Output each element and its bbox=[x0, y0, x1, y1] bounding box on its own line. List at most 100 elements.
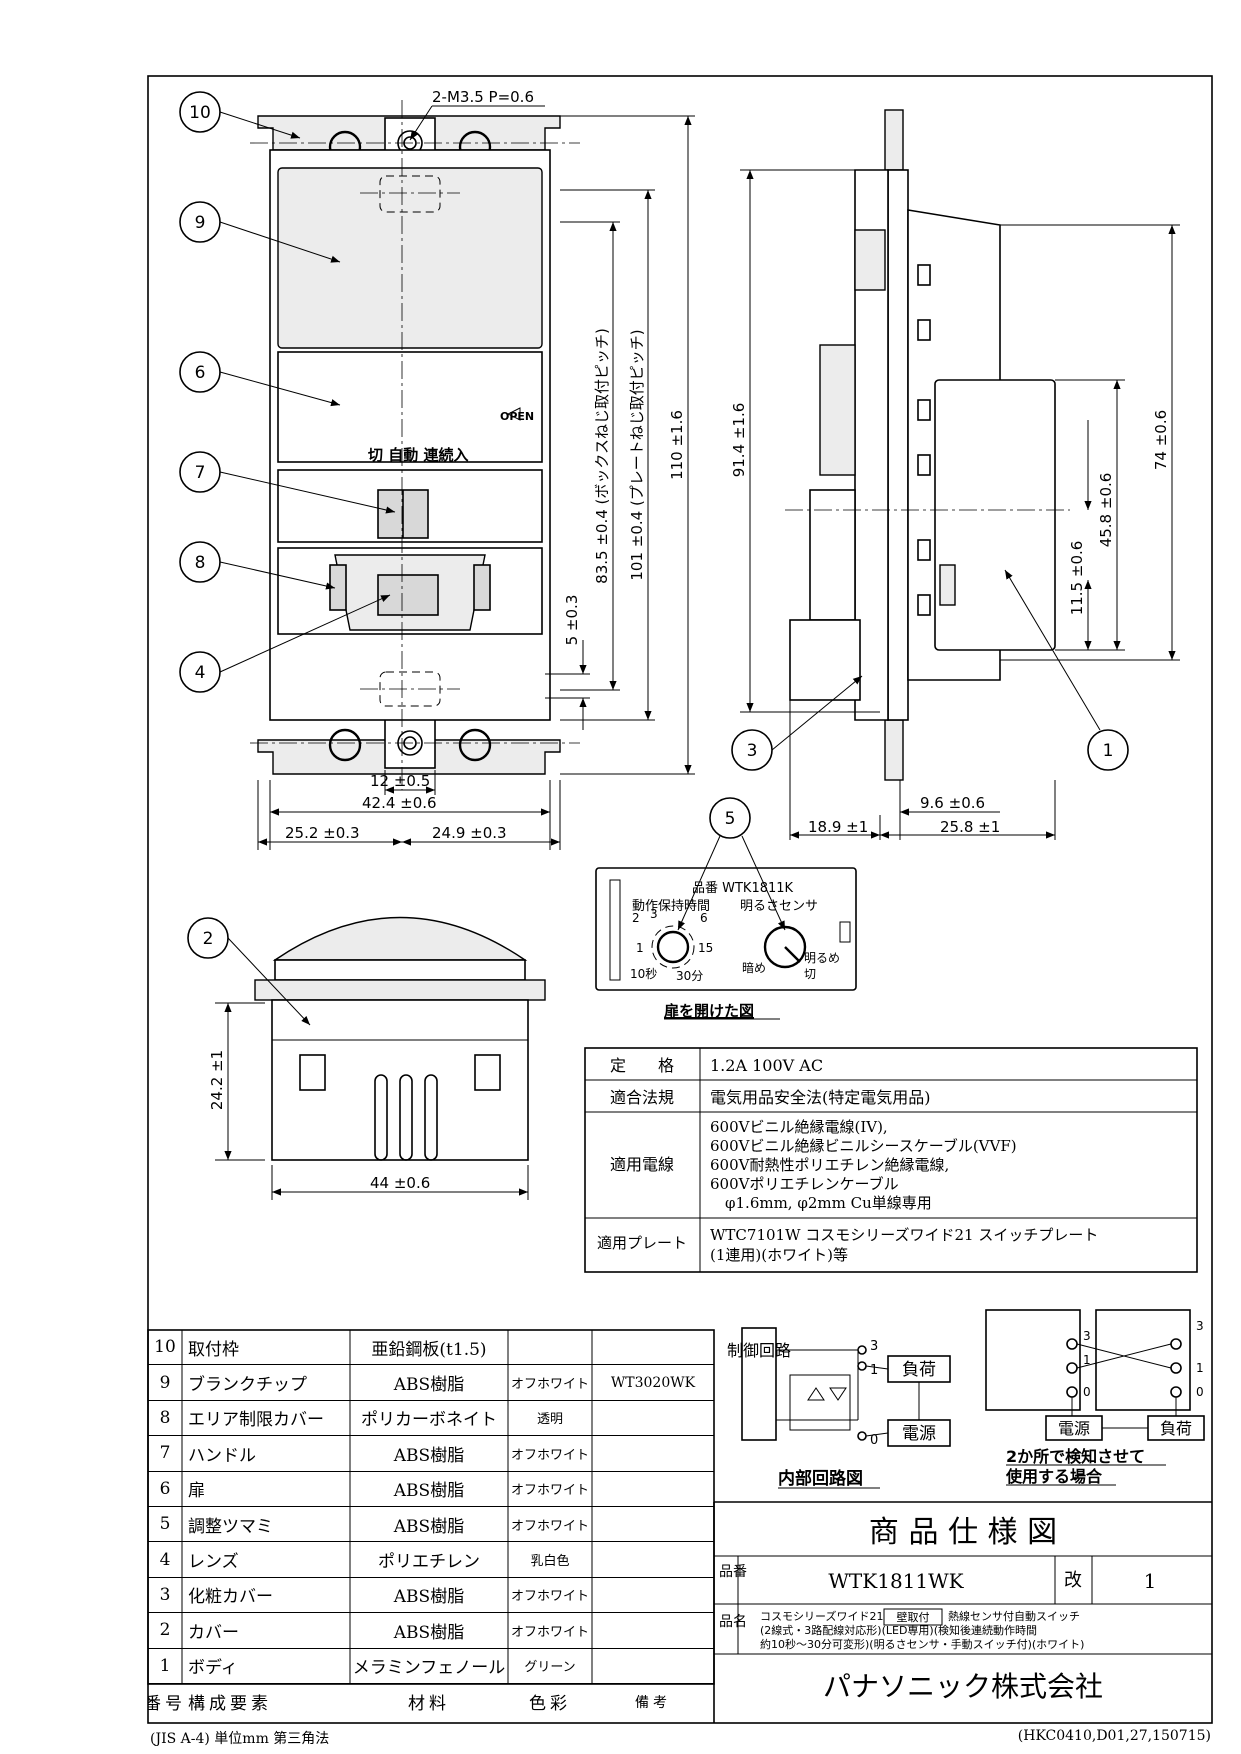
svg-text:5 ±0.3: 5 ±0.3 bbox=[563, 595, 581, 646]
svg-text:24.9 ±0.3: 24.9 ±0.3 bbox=[432, 824, 507, 842]
svg-text:使用する場合: 使用する場合 bbox=[1005, 1467, 1103, 1486]
table-cell-color: 透明 bbox=[536, 1412, 563, 1428]
table-cell-no: 3 bbox=[159, 1584, 171, 1605]
table-cell-no: 8 bbox=[159, 1407, 171, 1428]
svg-text:3: 3 bbox=[747, 741, 758, 761]
svg-text:定 格: 定 格 bbox=[610, 1056, 674, 1075]
svg-text:1: 1 bbox=[1144, 1569, 1157, 1593]
table-cell-material: ABS樹脂 bbox=[393, 1375, 465, 1396]
svg-text:2か所で検知させて: 2か所で検知させて bbox=[1006, 1447, 1145, 1466]
front-view: OPEN 切 自動 連続入 bbox=[250, 100, 580, 790]
callouts: 10 9 6 7 8 4 2 3 1 5 bbox=[179, 91, 1129, 1026]
svg-text:10秒: 10秒 bbox=[630, 967, 657, 981]
svg-text:5: 5 bbox=[725, 809, 736, 829]
two-location-circuit: 電源 負荷 3 1 0 3 1 0 2か所で検知させて 使用する場合 bbox=[985, 1309, 1205, 1486]
svg-text:600Vビニル絶縁ビニルシースケーブル(VVF): 600Vビニル絶縁ビニルシースケーブル(VVF) bbox=[710, 1137, 1017, 1155]
open-label: OPEN bbox=[500, 410, 534, 423]
svg-text:45.8 ±0.6: 45.8 ±0.6 bbox=[1097, 473, 1115, 548]
svg-text:3: 3 bbox=[650, 907, 658, 921]
table-cell-material: 亜鉛鋼板(t1.5) bbox=[371, 1339, 487, 1360]
svg-text:3: 3 bbox=[870, 1339, 878, 1354]
svg-text:壁取付: 壁取付 bbox=[897, 1610, 930, 1624]
table-cell-name: 化粧カバー bbox=[188, 1587, 273, 1608]
table-cell-material: ABS樹脂 bbox=[393, 1445, 465, 1466]
svg-text:6: 6 bbox=[700, 911, 708, 925]
svg-text:0: 0 bbox=[1196, 1385, 1204, 1399]
table-cell-material: ABS樹脂 bbox=[393, 1587, 465, 1608]
svg-text:電気用品安全法(特定電気用品): 電気用品安全法(特定電気用品) bbox=[710, 1088, 931, 1107]
svg-text:内部回路図: 内部回路図 bbox=[778, 1468, 863, 1489]
table-cell-no: 5 bbox=[159, 1514, 171, 1535]
spec-table: 定 格 1.2A 100V AC 適合法規 電気用品安全法(特定電気用品) 適用… bbox=[584, 1047, 1198, 1273]
table-cell-note bbox=[592, 1436, 714, 1470]
front-dims: 110 ±1.6 101 ±0.4 (プレートねじ取付ピッチ) 83.5 ±0.… bbox=[257, 115, 695, 850]
svg-text:商 品 仕 様 図: 商 品 仕 様 図 bbox=[869, 1515, 1057, 1550]
svg-text:0: 0 bbox=[870, 1433, 878, 1448]
svg-text:暗め: 暗め bbox=[742, 960, 766, 975]
table-cell-material: ABS樹脂 bbox=[393, 1622, 465, 1643]
internal-circuit: 制御回路 3 1 0 負荷 電源 内部回路図 bbox=[727, 1327, 951, 1489]
table-cell-note bbox=[592, 1507, 714, 1541]
svg-text:24.2 ±1: 24.2 ±1 bbox=[208, 1050, 226, 1110]
table-row: 9 ブランクチップ ABS樹脂 オフホワイト WT3020WK bbox=[148, 1365, 714, 1401]
table-cell-note bbox=[592, 1649, 714, 1683]
svg-text:パナソニック株式会社: パナソニック株式会社 bbox=[823, 1670, 1103, 1703]
table-cell-color: オフホワイト bbox=[511, 1377, 590, 1393]
svg-text:91.4 ±1.6: 91.4 ±1.6 bbox=[730, 403, 748, 478]
table-cell-no: 4 bbox=[159, 1549, 171, 1570]
table-cell-name: ブランクチップ bbox=[188, 1375, 307, 1396]
table-cell-note bbox=[592, 1472, 714, 1506]
svg-text:6: 6 bbox=[195, 363, 206, 383]
svg-text:WTK1811WK: WTK1811WK bbox=[828, 1569, 964, 1593]
bottom-view bbox=[254, 916, 546, 1161]
table-cell-color: 乳白色 bbox=[530, 1554, 570, 1570]
svg-text:8: 8 bbox=[195, 553, 206, 573]
svg-text:電源: 電源 bbox=[902, 1424, 936, 1444]
svg-text:7: 7 bbox=[195, 463, 206, 483]
svg-text:1: 1 bbox=[1196, 1361, 1204, 1375]
svg-text:12 ±0.5: 12 ±0.5 bbox=[370, 772, 430, 790]
svg-text:約10秒〜30分可変形)(明るさセンサ・手動スイッチ付)(ホ: 約10秒〜30分可変形)(明るさセンサ・手動スイッチ付)(ホワイト) bbox=[760, 1637, 1084, 1651]
footer-right: (HKC0410,D01,27,150715) bbox=[1017, 1728, 1211, 1744]
svg-text:2: 2 bbox=[632, 911, 640, 925]
table-cell-color bbox=[508, 1330, 592, 1364]
svg-text:WTC7101W コスモシリーズワイド21 スイッチプレート: WTC7101W コスモシリーズワイド21 スイッチプレート bbox=[710, 1226, 1098, 1244]
svg-text:2: 2 bbox=[203, 929, 214, 949]
table-cell-name: 取付枠 bbox=[188, 1339, 239, 1360]
table-cell-material: ポリカーボネイト bbox=[361, 1410, 497, 1431]
table-cell-no: 9 bbox=[159, 1372, 171, 1393]
svg-text:適用プレート: 適用プレート bbox=[597, 1234, 687, 1252]
svg-text:15: 15 bbox=[698, 941, 713, 955]
table-cell-color: オフホワイト bbox=[511, 1518, 590, 1534]
svg-text:600Vポリエチレンケーブル: 600Vポリエチレンケーブル bbox=[710, 1175, 899, 1193]
svg-text:適用電線: 適用電線 bbox=[610, 1155, 674, 1174]
svg-text:44 ±0.6: 44 ±0.6 bbox=[370, 1174, 430, 1192]
table-cell-name: エリア制限カバー bbox=[188, 1410, 324, 1431]
svg-text:負荷: 負荷 bbox=[1160, 1419, 1192, 1438]
screw-note: 2-M3.5 P=0.6 bbox=[432, 88, 534, 106]
table-cell-note bbox=[592, 1330, 714, 1364]
side-dims: 91.4 ±1.6 74 ±0.6 45.8 ±0.6 11.5 ±0.6 18… bbox=[730, 169, 1180, 840]
svg-text:1.2A 100V AC: 1.2A 100V AC bbox=[710, 1056, 823, 1075]
svg-text:負荷: 負荷 bbox=[902, 1360, 936, 1380]
svg-text:74 ±0.6: 74 ±0.6 bbox=[1152, 410, 1170, 470]
svg-text:600V耐熱性ポリエチレン絶縁電線,: 600V耐熱性ポリエチレン絶縁電線, bbox=[710, 1156, 949, 1174]
table-cell-color: オフホワイト bbox=[511, 1589, 590, 1605]
table-cell-color: 色彩 bbox=[529, 1694, 571, 1715]
svg-text:9: 9 bbox=[195, 213, 206, 233]
table-cell-name: 調整ツマミ bbox=[188, 1516, 273, 1537]
table-cell-name: ボディ bbox=[188, 1658, 238, 1679]
table-cell-material: ABS樹脂 bbox=[393, 1481, 465, 1502]
table-cell-name: ハンドル bbox=[188, 1445, 256, 1466]
svg-text:18.9 ±1: 18.9 ±1 bbox=[808, 818, 868, 836]
parts-header-row: 番号構成要素材料色彩備考 bbox=[148, 1684, 714, 1719]
table-cell-note: 備考 bbox=[635, 1694, 671, 1711]
svg-text:動作保持時間: 動作保持時間 bbox=[632, 899, 710, 914]
table-cell-note: WT3020WK bbox=[610, 1374, 696, 1391]
svg-text:熱線センサ付自動スイッチ: 熱線センサ付自動スイッチ bbox=[948, 1609, 1080, 1623]
